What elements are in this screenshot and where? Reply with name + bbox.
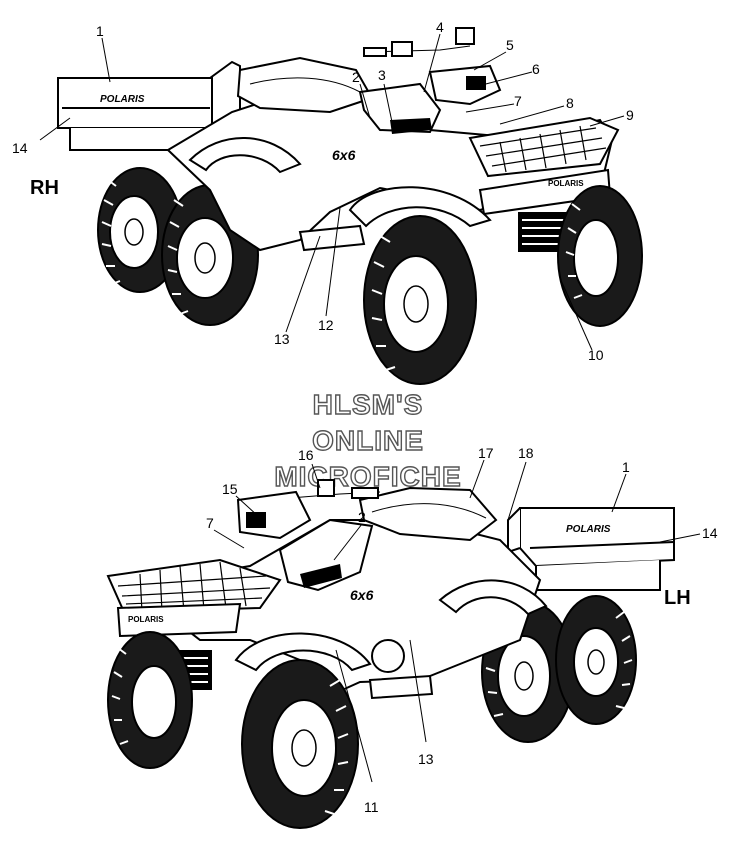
watermark-line-1: HLSM'S: [313, 389, 424, 420]
watermark-line-2: ONLINE: [312, 425, 424, 456]
rh-callout-9: 9: [626, 107, 634, 123]
rh-callout-7: 7: [514, 93, 522, 109]
lh-model-decal: 6x6: [350, 587, 374, 603]
rh-front-wheel-outer: [363, 215, 477, 385]
watermark-line-3: MICROFICHE: [274, 461, 461, 492]
rh-rear-wheel-outer: [97, 167, 183, 293]
lh-callout-1: 1: [622, 459, 630, 475]
lh-atv-illustration: POLARIS PO: [106, 479, 675, 829]
rh-callout-14: 14: [12, 140, 28, 156]
rh-callout-8: 8: [566, 95, 574, 111]
lh-callout-2: 2: [358, 509, 366, 525]
lh-leader-lines: [213, 459, 701, 783]
lh-callouts: 1 2 7 11 13 14 15 16 17 18: [206, 445, 718, 815]
lh-front-wheel-inner: [107, 631, 193, 769]
rh-callouts: 1 2 3 4 5 6 7 8 9 10 12 13 14: [12, 19, 634, 363]
rh-callout-4: 4: [436, 19, 444, 35]
rh-front-wheel-inner: [557, 185, 643, 327]
lh-rear-wheel-outer: [555, 595, 637, 725]
rh-model-decal: 6x6: [332, 147, 356, 163]
rh-cargo-decal: POLARIS: [100, 94, 145, 105]
rh-side-label: RH: [30, 177, 59, 199]
watermark: HLSM'S ONLINE MICROFICHE: [274, 388, 462, 492]
lh-callout-7: 7: [206, 515, 214, 531]
lh-callout-14: 14: [702, 525, 718, 541]
lh-callout-11: 11: [364, 799, 379, 815]
rh-bumper-decal: POLARIS: [548, 179, 584, 188]
lh-callout-16: 16: [298, 447, 314, 463]
lh-cargo-decal: POLARIS: [566, 524, 611, 535]
rh-callout-1: 1: [96, 23, 104, 39]
lh-callout-17: 17: [478, 445, 494, 461]
rh-callout-13: 13: [274, 331, 290, 347]
lh-callout-13: 13: [418, 751, 434, 767]
rh-atv-illustration: POLARIS: [57, 27, 643, 385]
rh-callout-2: 2: [352, 69, 360, 85]
rh-leader-lines: [39, 33, 625, 351]
lh-callout-15: 15: [222, 481, 238, 497]
rh-callout-12: 12: [318, 317, 334, 333]
rh-callout-6: 6: [532, 61, 540, 77]
lh-side-label: LH: [664, 587, 691, 609]
rh-callout-5: 5: [506, 37, 514, 53]
rh-callout-10: 10: [588, 347, 604, 363]
lh-bumper-decal: POLARIS: [128, 615, 164, 624]
lh-front-wheel-outer: [241, 659, 359, 829]
lh-callout-18: 18: [518, 445, 534, 461]
rh-callout-3: 3: [378, 67, 386, 83]
